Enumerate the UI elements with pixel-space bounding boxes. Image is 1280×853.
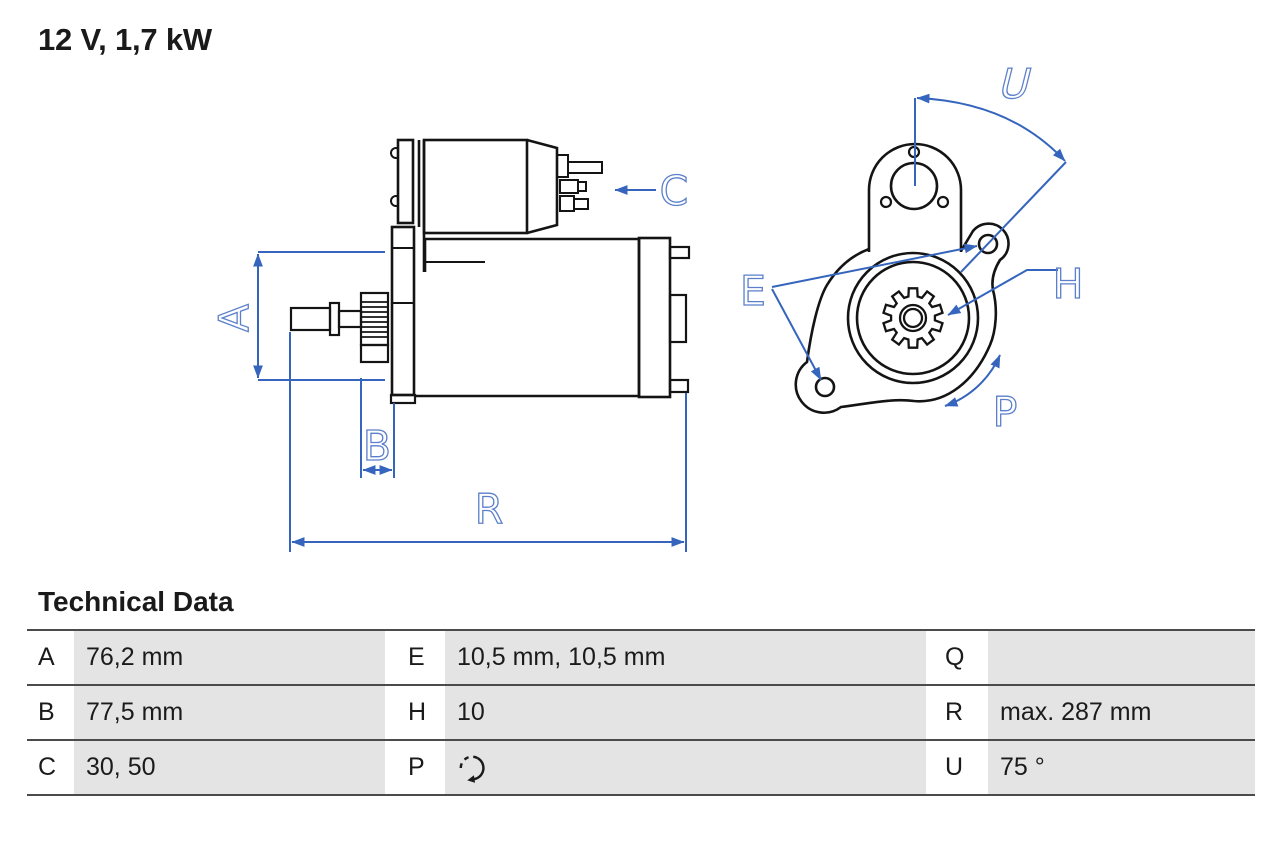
dimension-label-p: P xyxy=(993,388,1018,436)
dim-key-u: U xyxy=(926,741,988,794)
dim-key-h: H xyxy=(385,686,445,739)
dim-value-h: 10 xyxy=(445,686,926,739)
dimension-label-h: H xyxy=(1053,260,1084,308)
dim-value-p xyxy=(445,741,926,794)
technical-data-table: A 76,2 mm E 10,5 mm, 10,5 mm Q B 77,5 mm… xyxy=(27,629,1255,796)
product-title: 12 V, 1,7 kW xyxy=(38,22,212,57)
dim-value-b: 77,5 mm xyxy=(74,686,385,739)
table-row: A 76,2 mm E 10,5 mm, 10,5 mm Q xyxy=(27,631,1255,686)
dimension-label-r: R xyxy=(475,485,504,533)
table-row: C 30, 50 P U 75 ° xyxy=(27,741,1255,796)
front-view-drawing xyxy=(794,142,1010,414)
dim-key-q: Q xyxy=(926,631,988,684)
front-view-dimensions xyxy=(771,93,1067,407)
dim-value-q xyxy=(988,631,1255,684)
dimension-label-b: B xyxy=(363,422,391,470)
dim-key-a: A xyxy=(27,631,74,684)
technical-data-heading: Technical Data xyxy=(38,586,234,617)
dimension-label-e: E xyxy=(740,267,766,315)
table-row: B 77,5 mm H 10 R max. 287 mm xyxy=(27,686,1255,741)
dim-key-b: B xyxy=(27,686,74,739)
dim-key-e: E xyxy=(385,631,445,684)
dim-value-a: 76,2 mm xyxy=(74,631,385,684)
side-view-dimensions xyxy=(253,185,687,552)
dim-value-u: 75 ° xyxy=(988,741,1255,794)
dim-value-r: max. 287 mm xyxy=(988,686,1255,739)
dim-value-c: 30, 50 xyxy=(74,741,385,794)
dimension-label-u: U xyxy=(995,60,1037,108)
dim-key-p: P xyxy=(385,741,445,794)
dimension-label-c: C xyxy=(660,167,689,215)
dim-key-c: C xyxy=(27,741,74,794)
dim-key-r: R xyxy=(926,686,988,739)
side-view-drawing xyxy=(289,138,691,405)
technical-drawing: A B R C U E H P xyxy=(209,59,1084,552)
dimension-label-a: A xyxy=(210,304,258,332)
dim-value-e: 10,5 mm, 10,5 mm xyxy=(445,631,926,684)
rotation-clockwise-icon xyxy=(459,754,485,783)
